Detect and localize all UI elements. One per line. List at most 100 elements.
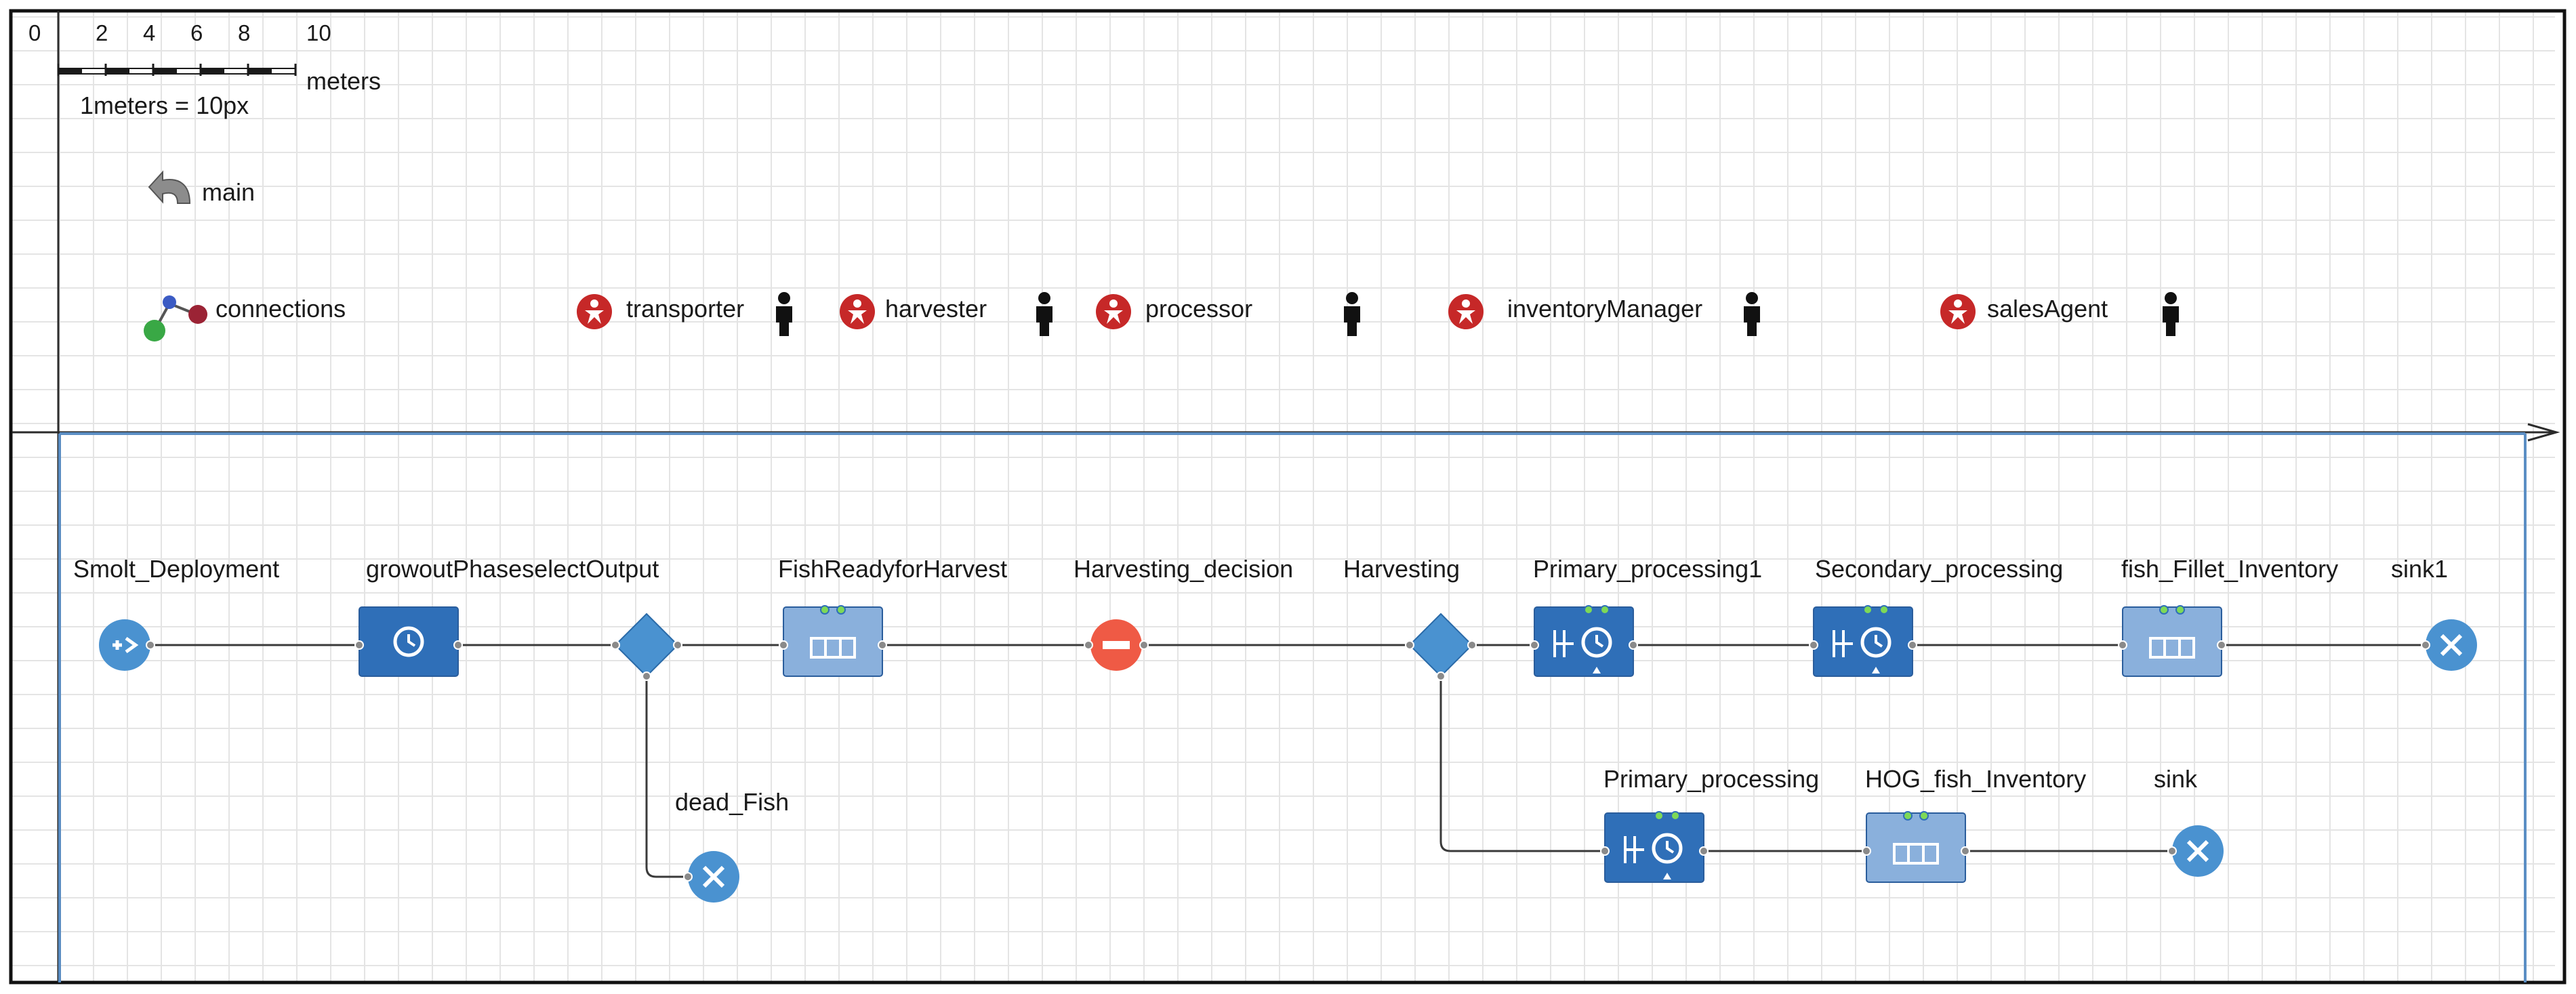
agent-salesAgent-label[interactable]: salesAgent — [1987, 295, 2108, 323]
queue-icon — [1866, 811, 1966, 883]
agent-body — [1456, 310, 1475, 324]
service-block-primary-processing[interactable] — [1605, 813, 1704, 889]
ruler-tick-label: 2 — [96, 20, 108, 45]
agent-head — [1954, 299, 1962, 308]
agent-icon[interactable] — [576, 293, 613, 330]
block-label-fillet-inventory: fish_Fillet_Inventory — [2121, 555, 2339, 583]
node — [144, 320, 165, 341]
port-dot — [354, 640, 364, 650]
ruler-tick-label: 4 — [143, 20, 156, 45]
resource-port — [1593, 667, 1601, 674]
person-icon — [776, 292, 792, 336]
port-dot — [1436, 671, 1446, 681]
agent-transporter-label[interactable]: transporter — [626, 295, 745, 323]
block-label-secondary-processing: Secondary_processing — [1815, 555, 2064, 583]
clock-hands — [407, 634, 416, 647]
person-icon[interactable] — [774, 290, 794, 336]
scale-ruler — [57, 64, 297, 76]
port-dot — [1809, 640, 1818, 650]
ruler-tick-label: 6 — [190, 20, 203, 45]
agent-icon[interactable] — [1448, 293, 1484, 330]
clock-icon — [1581, 627, 1612, 658]
agent-inventoryManager-label[interactable]: inventoryManager — [1507, 295, 1703, 323]
person-icon[interactable] — [1342, 290, 1362, 336]
person-head — [2165, 292, 2177, 304]
select-output-block[interactable] — [614, 611, 679, 676]
clock-hands — [1666, 841, 1675, 854]
clock-hands — [1595, 635, 1604, 648]
status-led — [2159, 605, 2169, 615]
delay-block-growout[interactable] — [359, 600, 458, 676]
sink-block-sink1[interactable] — [2424, 619, 2479, 675]
queue-block-fillet-inventory[interactable] — [2123, 600, 2222, 676]
person-head — [778, 292, 790, 304]
person-icon — [1344, 292, 1360, 336]
agent-icon[interactable] — [1940, 293, 1976, 330]
sink-block-dead-fish[interactable] — [686, 848, 741, 904]
agent-icon — [840, 294, 875, 329]
ruler-unit-label: meters — [306, 67, 382, 95]
port-dot — [779, 640, 788, 650]
block-label-growout: growoutPhaseselectOutput — [366, 555, 659, 583]
clock-icon — [1860, 627, 1892, 658]
port-dot — [611, 640, 620, 650]
connections-label[interactable]: connections — [216, 295, 346, 323]
main-link[interactable]: main — [202, 178, 255, 206]
sink-cross — [2440, 634, 2463, 657]
x-axis-arrow — [2527, 423, 2560, 442]
block-label-harvesting-decision: Harvesting_decision — [1074, 555, 1294, 583]
person-head — [1746, 292, 1758, 304]
resource-glyph — [1553, 630, 1574, 657]
status-led — [836, 605, 846, 615]
resource-glyph — [1624, 836, 1644, 863]
hold-block-harvesting-decision[interactable] — [1088, 619, 1144, 675]
port-dot — [1908, 640, 1917, 650]
agent-processor-label[interactable]: processor — [1145, 295, 1253, 323]
agent-head — [853, 299, 861, 308]
port-dot — [2167, 846, 2177, 856]
port-dot — [1405, 640, 1414, 650]
status-led — [1863, 605, 1873, 615]
node — [188, 305, 207, 324]
ruler-segment — [272, 69, 295, 73]
hold-bar — [1103, 641, 1130, 649]
service-block-primary-processing1[interactable] — [1534, 600, 1633, 676]
person-icon[interactable] — [1034, 290, 1055, 336]
queue-icon — [783, 605, 883, 677]
queue-block-fish-ready[interactable] — [783, 600, 882, 676]
sink-cross — [702, 865, 725, 888]
port-dot — [683, 872, 693, 882]
person-icon — [2163, 292, 2179, 336]
agent-head — [590, 299, 598, 308]
sink-block-sink[interactable] — [2170, 823, 2226, 878]
hold-icon — [1090, 619, 1142, 671]
agent-icon — [1096, 294, 1131, 329]
queue-icon — [2149, 637, 2195, 659]
status-led — [820, 605, 830, 615]
agent-icon[interactable] — [1095, 293, 1132, 330]
person-body — [2163, 306, 2179, 336]
agent-icon — [1940, 294, 1976, 329]
person-icon[interactable] — [2161, 290, 2181, 336]
agent-harvester-label[interactable]: harvester — [885, 295, 987, 323]
select-output-block-harvesting[interactable] — [1408, 611, 1473, 676]
person-icon[interactable] — [1742, 290, 1762, 336]
back-arrow-icon[interactable] — [148, 175, 199, 212]
connector-line — [1439, 676, 1605, 852]
connections-icon[interactable] — [144, 297, 206, 339]
queue-block-hog-inventory[interactable] — [1866, 813, 1965, 889]
port-dot — [673, 640, 682, 650]
source-circle — [99, 619, 150, 671]
block-label-primary-processing: Primary_processing — [1603, 765, 1820, 793]
port-dot — [1139, 640, 1149, 650]
source-icon — [99, 619, 150, 671]
clock-icon — [393, 626, 424, 657]
source-block-smolt-deployment[interactable] — [99, 622, 150, 674]
background-grid — [12, 12, 2555, 981]
queue-icon — [2122, 605, 2222, 677]
service-block-secondary-processing[interactable] — [1814, 600, 1913, 676]
agent-icon[interactable] — [839, 293, 876, 330]
port-dot — [1530, 640, 1539, 650]
